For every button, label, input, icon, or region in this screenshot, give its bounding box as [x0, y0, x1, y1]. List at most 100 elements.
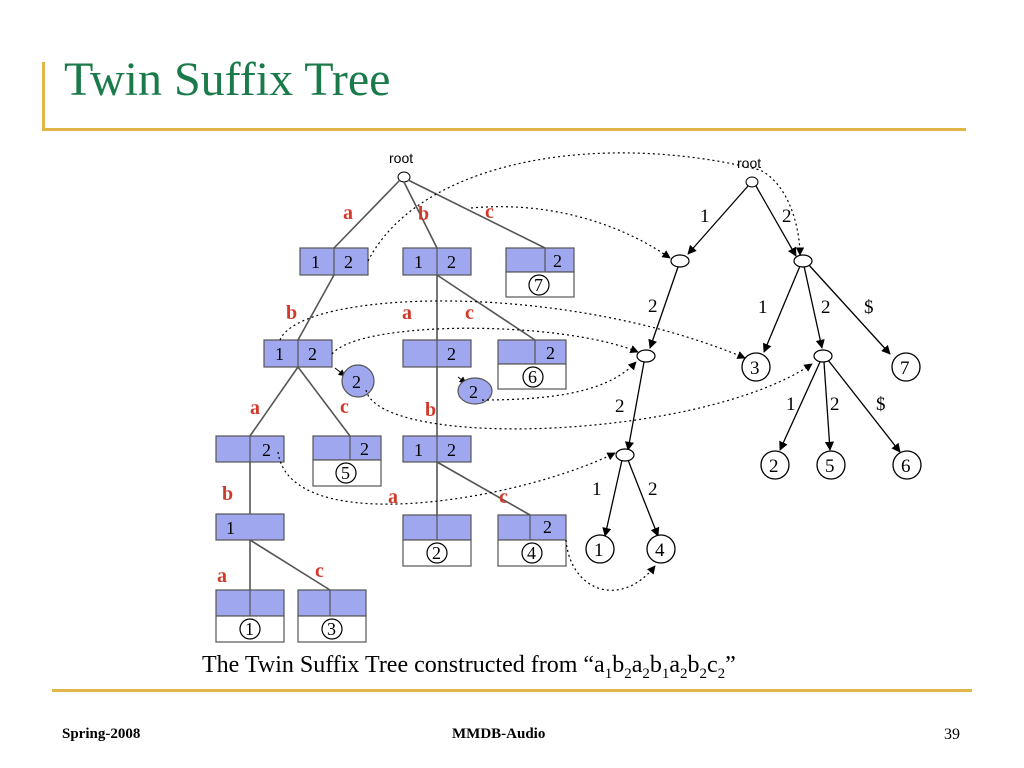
leaf-number: 5 — [341, 463, 350, 483]
tree-node-box — [497, 339, 567, 365]
caption-subscript: 2 — [680, 665, 688, 682]
caption-symbol: a — [594, 652, 605, 678]
caption-subscript: 2 — [699, 665, 708, 682]
leaf-circle — [426, 542, 448, 564]
edge-label-c: c — [340, 396, 349, 418]
node-cell-value: 1 — [414, 440, 423, 460]
right-leaf-node — [892, 450, 922, 480]
node-cell-value: 1 — [311, 252, 320, 272]
tree-node-box — [312, 435, 382, 461]
right-edge-label: 2 — [648, 296, 658, 317]
left-tree-edges — [249, 179, 546, 591]
caption-symbol: a — [669, 652, 681, 678]
right-leaf-number: 1 — [594, 540, 604, 561]
caption-sequence: a1b2a2b1a2b2c2 — [594, 652, 725, 682]
node-cell-value: 2 — [262, 440, 271, 460]
right-internal-node — [793, 254, 813, 268]
edge-label-c: c — [499, 486, 508, 508]
caption-symbol: b — [612, 652, 625, 678]
node-cell-value: 2 — [344, 252, 353, 272]
caption-subscript: 2 — [717, 665, 726, 682]
right-edge-label: 1 — [592, 479, 602, 500]
leaf-number: 7 — [534, 275, 543, 295]
edge-label-a: a — [402, 302, 412, 324]
page-number: 39 — [944, 726, 960, 743]
right-edge-label: $ — [876, 394, 886, 415]
caption-symbol: a — [631, 652, 643, 678]
twin-links — [277, 152, 813, 591]
right-edge-label: 2 — [782, 206, 792, 227]
node-cell-value: 2 — [543, 517, 552, 537]
edge-label-a: a — [343, 202, 353, 224]
leaf-circle — [521, 542, 543, 564]
tree-leaf-box — [402, 539, 472, 567]
caption-suffix: ” — [725, 652, 736, 678]
node-cell-value: 2 — [447, 344, 456, 364]
edge-label-c: c — [465, 302, 474, 324]
right-root-label: root — [737, 155, 761, 171]
tree-node-box — [215, 513, 285, 541]
title-accent-bar — [42, 62, 45, 130]
right-leaf-number: 6 — [901, 456, 911, 477]
leaf-circle — [335, 462, 357, 484]
right-edge-label: 2 — [821, 297, 831, 318]
title-rule — [42, 128, 966, 131]
caption-subscript: 1 — [661, 665, 670, 682]
node-cell-value: 2 — [360, 439, 369, 459]
right-leaf-number: 5 — [825, 456, 835, 477]
pointer-circle-value: 2 — [469, 382, 478, 402]
caption-prefix: The Twin Suffix Tree constructed from “ — [202, 652, 595, 678]
tree-leaf-box — [497, 363, 567, 390]
right-leaf-node — [585, 534, 615, 564]
edge-label-a: a — [250, 397, 260, 419]
right-internal-node — [636, 349, 656, 363]
leaf-circle — [321, 618, 343, 640]
edge-label-b: b — [418, 203, 429, 225]
right-leaf-node — [760, 450, 790, 480]
edge-label-b: b — [425, 399, 436, 421]
tree-leaf-box — [297, 615, 367, 643]
caption-symbol: c — [707, 652, 718, 678]
node-cell-value: 2 — [308, 344, 317, 364]
tree-node-box — [505, 247, 575, 273]
pointer-circle — [457, 377, 493, 405]
tree-leaf-box — [505, 271, 575, 298]
edge-label-b: b — [222, 483, 233, 505]
caption-subscript: 2 — [642, 665, 650, 682]
right-leaf-node — [741, 352, 771, 382]
leaf-number: 3 — [327, 619, 336, 639]
right-edge-label: 1 — [758, 297, 768, 318]
tree-leaf-box — [497, 539, 567, 567]
right-edge-label: 2 — [830, 394, 840, 415]
right-edge-label: $ — [864, 297, 874, 318]
leaf-circle — [239, 618, 261, 640]
footer-course: MMDB-Audio — [452, 726, 546, 742]
right-leaf-node — [891, 352, 921, 382]
caption-subscript: 2 — [624, 665, 632, 682]
caption-symbol: b — [687, 652, 700, 678]
edge-label-a: a — [388, 486, 398, 508]
leaf-number: 2 — [432, 543, 441, 563]
right-edge-label: 2 — [615, 396, 625, 417]
node-cell-value: 2 — [546, 343, 555, 363]
right-internal-node — [813, 349, 833, 363]
tree-leaf-box — [312, 459, 382, 487]
right-internal-node — [670, 254, 690, 268]
right-tree-edges — [602, 185, 901, 537]
leaf-circle — [528, 274, 550, 296]
right-leaf-node — [816, 450, 846, 480]
right-leaf-number: 3 — [750, 358, 760, 379]
right-leaf-number: 7 — [900, 358, 910, 379]
pointer-circle-value: 2 — [352, 372, 361, 392]
tree-node-box — [497, 514, 567, 541]
node-cell-value: 1 — [414, 252, 423, 272]
right-leaf-number: 2 — [769, 456, 779, 477]
leaf-number: 4 — [527, 543, 536, 563]
edge-label-a: a — [217, 565, 227, 587]
node-cell-value: 1 — [226, 518, 235, 538]
right-edge-label: 1 — [786, 394, 796, 415]
footer-rule — [52, 689, 972, 692]
leaf-circle — [522, 366, 544, 388]
leaf-number: 6 — [528, 367, 537, 387]
